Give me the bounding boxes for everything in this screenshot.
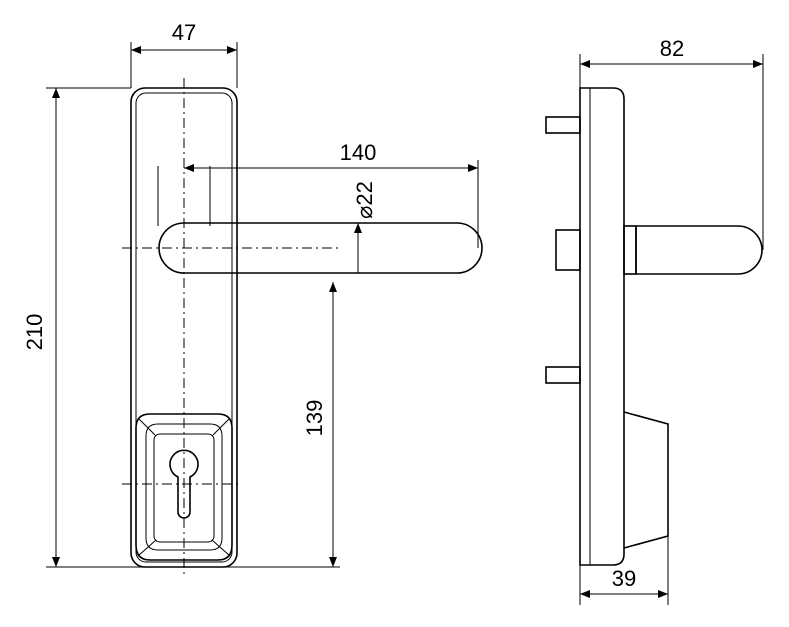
svg-text:⌀22: ⌀22 [352,181,377,219]
side-plate [579,87,625,566]
dim-plate-width: 47 [130,20,238,88]
dim-label-handle-length: 140 [340,140,377,165]
dim-handle-diameter: ⌀22 [352,181,377,273]
bevel-bl [137,539,157,557]
mount-pin-bottom [545,366,581,384]
dim-handle-length: 140 [184,140,479,248]
side-view [545,87,763,566]
lever-handle [158,222,483,274]
bevel-br [211,539,231,557]
keyhole [169,449,199,519]
dim-plate-height: 210 [22,87,340,568]
dim-label-diameter: 22 [352,181,377,205]
dim-label-plate-width: 47 [172,20,196,45]
dim-label-escutcheon-depth: 39 [612,566,636,591]
dim-label-axis-to-cylinder: 139 [302,400,327,437]
front-view [122,78,483,578]
diameter-symbol: ⌀ [352,206,377,219]
dim-axis-to-cylinder: 139 [302,282,337,567]
cylinder-escutcheon-mid [145,423,223,551]
bevel-tl [137,417,157,437]
spindle-stub [555,229,581,271]
dim-escutcheon-depth: 39 [579,536,669,605]
cylinder-escutcheon-inner [153,433,215,543]
handle-neck [623,225,637,275]
bevel-tr [211,417,231,437]
side-handle [635,225,763,275]
dim-side-depth: 82 [579,36,764,250]
dim-label-plate-height: 210 [22,314,47,351]
dim-label-side-depth: 82 [660,36,684,61]
side-escutcheon [623,411,669,549]
mount-pin-top [545,116,581,134]
cylinder-escutcheon-outer [135,413,233,561]
